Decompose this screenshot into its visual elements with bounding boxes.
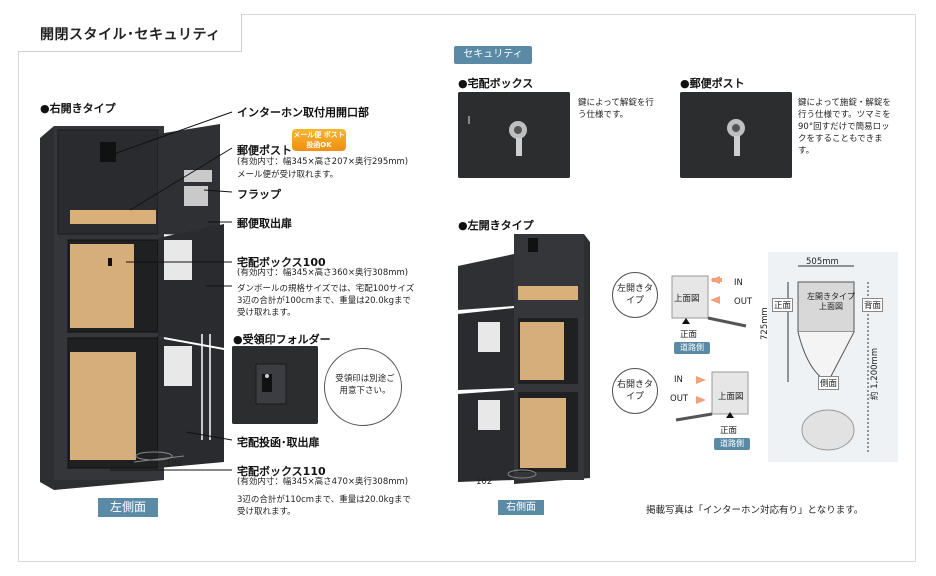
plan-dimension-diagram (768, 252, 898, 462)
callout-box110-note2: 受け取れます。 (237, 507, 296, 517)
plan-front-label: 正面 (772, 298, 794, 312)
right-front: 正面 (720, 426, 738, 436)
right-road-side: 道路側 (714, 438, 750, 450)
mail-ok-badge: メール便 ポスト投函OK (292, 129, 346, 151)
callout-box110-note1: 3辺の合計が110cmまで、重量は20.0kgまで (237, 495, 411, 505)
security-delivery-heading: ●宅配ボックス (458, 77, 534, 90)
right-open-swing-diagram (675, 371, 749, 422)
stamp-holder-photo (232, 346, 318, 424)
callout-delivery-door: 宅配投函･取出扉 (237, 436, 320, 449)
left-open-heading: ●左開きタイプ (458, 219, 534, 232)
stamp-holder-heading: ●受領印フォルダー (233, 333, 331, 346)
stamp-balloon: 受領印は別途ご用意下さい。 (324, 348, 402, 426)
left-side-label: 左側面 (98, 498, 158, 517)
callout-mail-door: 郵便取出扉 (237, 217, 292, 230)
plan-back-label: 背面 (862, 298, 884, 312)
security-delivery-text: 鍵によって解錠を行う仕様です。 (578, 98, 654, 120)
locker-right-open-illustration (40, 124, 224, 490)
left-front: 正面 (680, 330, 698, 340)
callout-mailbox-note: メール便が受け取れます。 (237, 170, 339, 180)
callout-box110-spec: (有効内寸：幅345×高さ470×奥行308mm) (237, 477, 409, 487)
security-mail-heading: ●郵便ポスト (680, 77, 745, 90)
security-badge: セキュリティ (454, 46, 532, 64)
callout-flap: フラップ (237, 188, 281, 201)
left-open-swing-diagram (671, 275, 747, 328)
callout-box100-note1: ダンボールの規格サイズでは、宅配100サイズ (237, 284, 415, 294)
dim-102-right: 102 (476, 477, 493, 487)
left-in: IN (734, 278, 743, 288)
title-tab: 開閉スタイル･セキュリティ (18, 14, 242, 52)
left-open-circle: 左開きタイプ (612, 272, 658, 318)
dim-102-left: 102 (166, 459, 183, 469)
stamp-balloon-text: 受領印は別途ご用意下さい。 (335, 374, 395, 396)
callout-intercom: インターホン取付用開口部 (237, 106, 369, 119)
right-open-heading: ●右開きタイプ (40, 102, 116, 115)
mail-post-key-photo (680, 92, 792, 178)
delivery-box-key-photo (458, 92, 570, 178)
footer-note: 掲載写真は「インターホン対応有り」となります。 (646, 505, 864, 516)
right-open-circle: 右開きタイプ (612, 368, 658, 414)
dim-725: 725mm (760, 307, 770, 340)
callout-box110: 宅配ボックス110 (237, 465, 326, 478)
security-mail-text: 鍵によって施錠・解錠を行う仕様です。ツマミを90°回すだけで簡易ロックをすること… (798, 98, 891, 156)
plan-side-label: 側面 (818, 376, 840, 390)
right-side-label: 右側面 (498, 500, 544, 515)
dim-1200: 約 1,200mm (870, 347, 880, 400)
page-title: 開閉スタイル･セキュリティ (40, 27, 221, 43)
callout-box100-spec: (有効内寸：幅345×高さ360×奥行308mm) (237, 268, 409, 278)
callout-mailbox: 郵便ポスト (237, 144, 292, 157)
left-top-view: 上面図 (674, 294, 700, 304)
callout-box100-note2: 3辺の合計が100cmまで、重量は20.0kgまで (237, 296, 411, 306)
callout-box100: 宅配ボックス100 (237, 256, 326, 269)
right-out: OUT (670, 394, 689, 404)
callout-box100-note3: 受け取れます。 (237, 308, 296, 318)
left-road-side: 道路側 (674, 342, 710, 354)
right-top-view: 上面図 (718, 392, 744, 402)
dim-505: 505mm (806, 257, 839, 267)
callout-mailbox-spec: (有効内寸：幅345×高さ207×奥行295mm) (237, 157, 409, 167)
plan-title: 左開きタイプ上面図 (807, 292, 855, 311)
right-in: IN (674, 375, 683, 385)
left-out: OUT (734, 297, 753, 307)
locker-left-open-illustration (458, 234, 590, 484)
page-frame (18, 14, 916, 562)
